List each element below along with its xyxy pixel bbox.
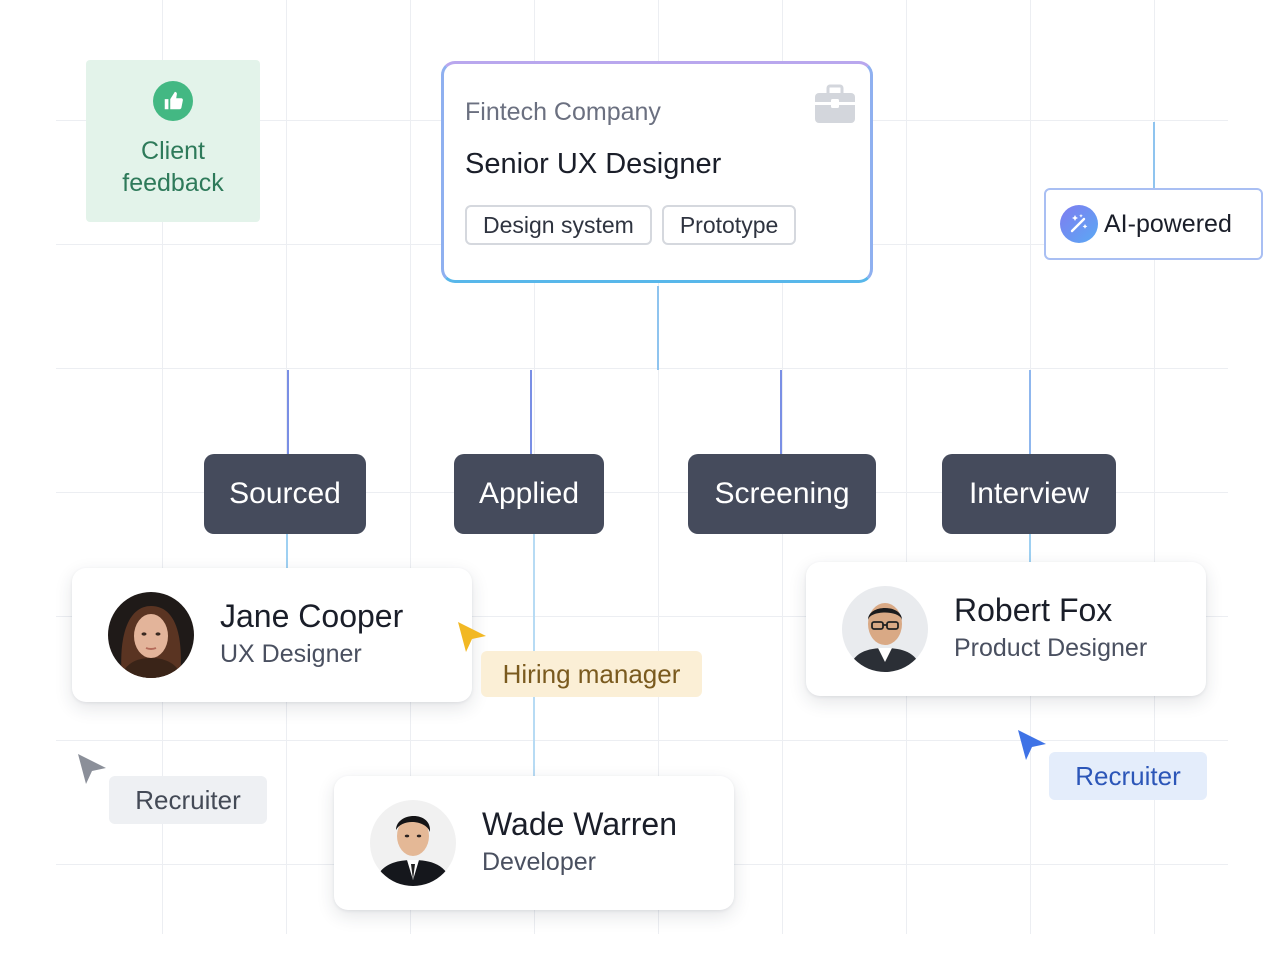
cursor-pointer-icon: [1016, 728, 1048, 767]
client-feedback-label: Client feedback: [122, 137, 224, 197]
stage-interview[interactable]: Interview: [942, 454, 1116, 534]
briefcase-icon: [814, 84, 856, 129]
recruiter-label-blue: Recruiter: [1049, 752, 1207, 800]
avatar: [370, 800, 456, 886]
avatar: [842, 586, 928, 672]
candidate-name: Robert Fox: [954, 592, 1113, 628]
candidate-role: Product Designer: [954, 634, 1148, 662]
job-title: Senior UX Designer: [465, 148, 722, 180]
avatar: [108, 592, 194, 678]
hiring-manager-label: Hiring manager: [481, 651, 702, 697]
ai-powered-badge[interactable]: AI-powered: [1044, 188, 1263, 260]
stage-sourced[interactable]: Sourced: [204, 454, 366, 534]
cursor-pointer-icon: [456, 620, 488, 659]
client-feedback-card[interactable]: Client feedback: [86, 60, 260, 222]
candidate-role: Developer: [482, 848, 596, 876]
recruiter-label-gray: Recruiter: [109, 776, 267, 824]
candidate-card-wade-warren[interactable]: Wade Warren Developer: [334, 776, 734, 910]
candidate-name: Wade Warren: [482, 806, 678, 842]
candidate-card-jane-cooper[interactable]: Jane Cooper UX Designer: [72, 568, 472, 702]
cursor-pointer-icon: [76, 752, 108, 791]
job-card[interactable]: Fintech Company Senior UX Designer Desig…: [441, 61, 873, 283]
job-tags: Design system Prototype: [465, 205, 797, 245]
stage-screening[interactable]: Screening: [688, 454, 876, 534]
magic-wand-icon: [1060, 205, 1098, 243]
candidate-card-robert-fox[interactable]: Robert Fox Product Designer: [806, 562, 1206, 696]
tag-prototype[interactable]: Prototype: [661, 205, 797, 245]
ai-powered-label: AI-powered: [1104, 209, 1232, 238]
tag-design-system[interactable]: Design system: [465, 205, 652, 245]
thumbs-up-icon: [153, 81, 193, 121]
candidate-role: UX Designer: [220, 640, 362, 668]
company-name: Fintech Company: [465, 98, 661, 126]
stage-applied[interactable]: Applied: [454, 454, 604, 534]
candidate-name: Jane Cooper: [220, 598, 404, 634]
